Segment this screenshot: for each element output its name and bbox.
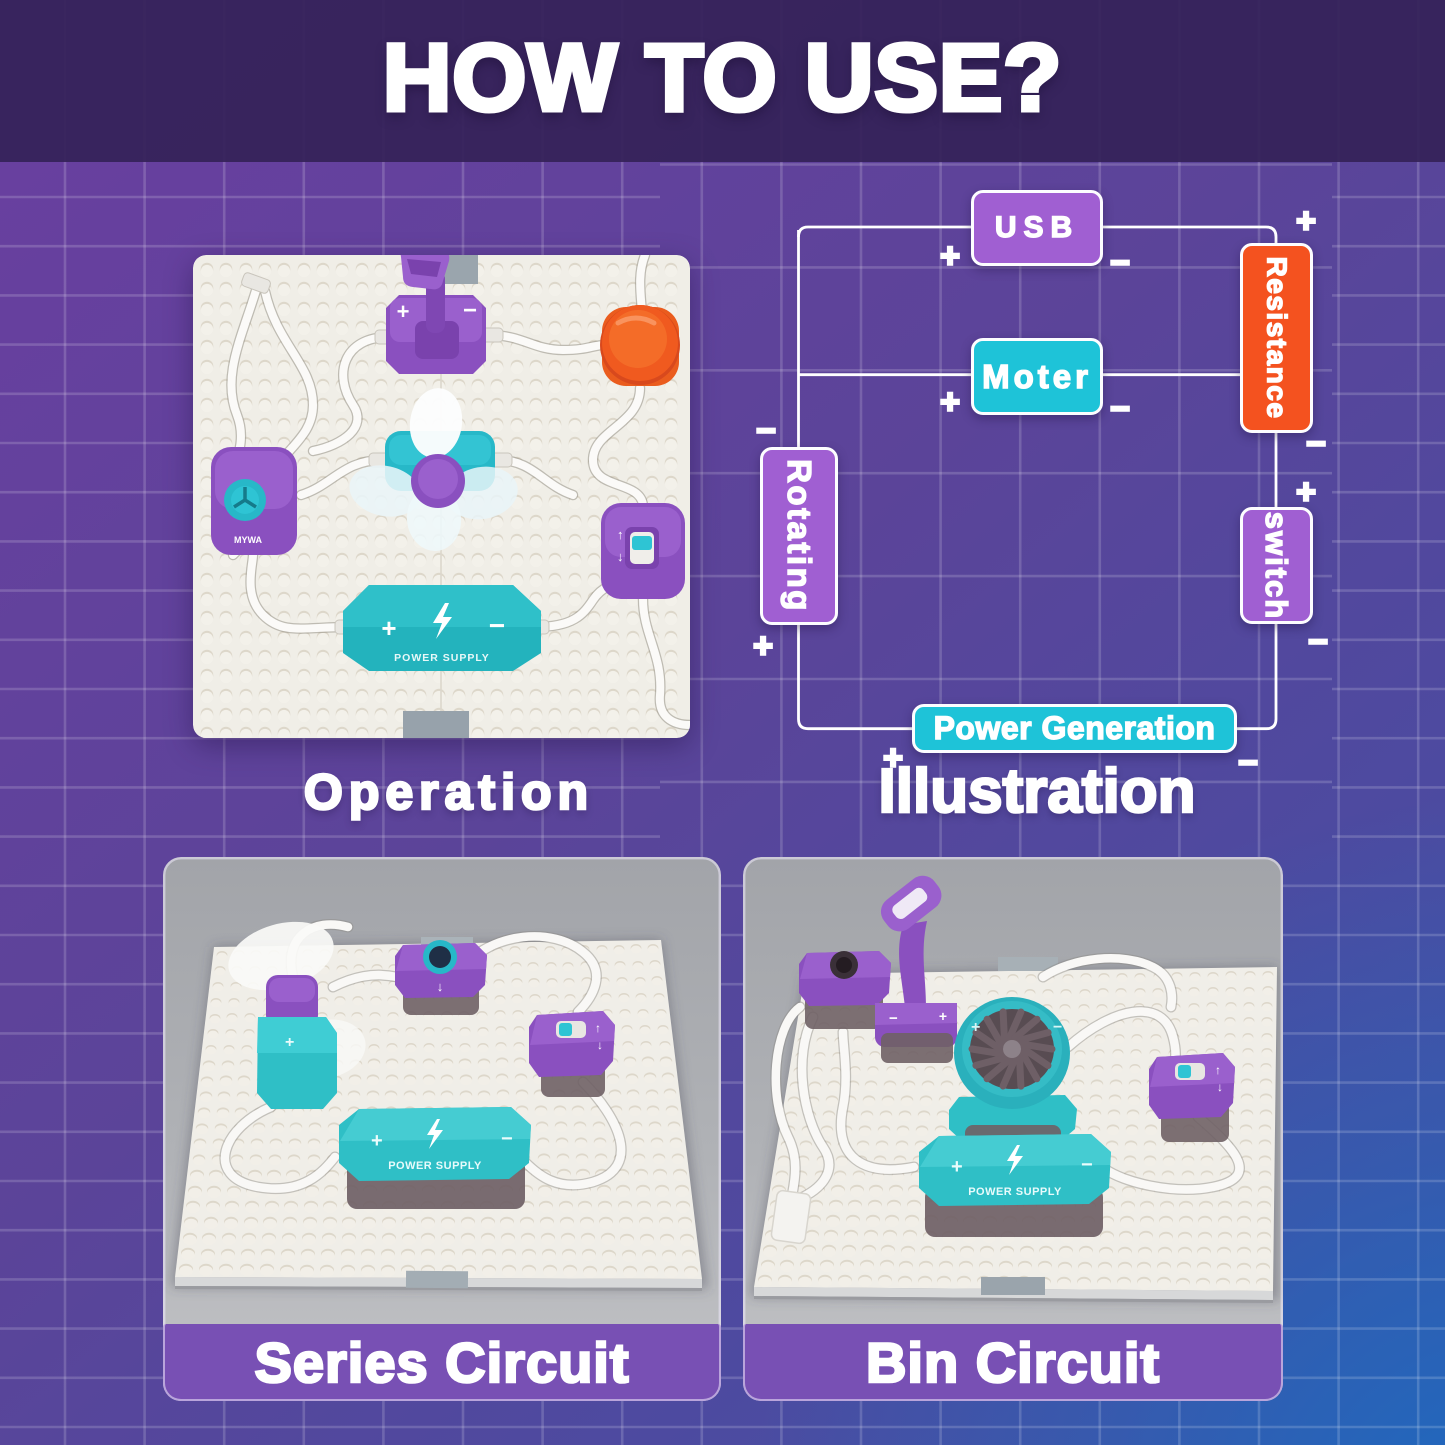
svg-text:↑: ↑ xyxy=(1215,1063,1221,1077)
svg-text:+: + xyxy=(381,613,396,643)
svg-text:−: − xyxy=(1053,1019,1062,1036)
svg-text:↑: ↑ xyxy=(595,1021,601,1035)
svg-text:−: − xyxy=(889,1010,898,1027)
svg-text:+: + xyxy=(951,1156,963,1178)
svg-text:+: + xyxy=(939,1008,947,1024)
svg-text:↓: ↓ xyxy=(437,979,444,994)
svg-text:−: − xyxy=(1081,1154,1093,1176)
svg-text:−: − xyxy=(463,297,477,324)
svg-text:+: + xyxy=(397,299,410,324)
svg-text:+: + xyxy=(371,1130,383,1152)
svg-text:↓: ↓ xyxy=(597,1038,603,1052)
svg-text:−: − xyxy=(501,1128,513,1150)
svg-text:+: + xyxy=(285,1034,294,1051)
svg-text:POWER SUPPLY: POWER SUPPLY xyxy=(388,1160,482,1172)
svg-text:↓: ↓ xyxy=(1217,1080,1223,1094)
svg-text:↓: ↓ xyxy=(617,549,624,564)
svg-text:−: − xyxy=(489,610,505,641)
svg-text:POWER SUPPLY: POWER SUPPLY xyxy=(968,1186,1062,1198)
svg-text:POWER SUPPLY: POWER SUPPLY xyxy=(394,652,490,664)
svg-text:↑: ↑ xyxy=(617,527,624,542)
svg-text:MYWA: MYWA xyxy=(234,535,262,545)
svg-text:+: + xyxy=(971,1019,980,1036)
